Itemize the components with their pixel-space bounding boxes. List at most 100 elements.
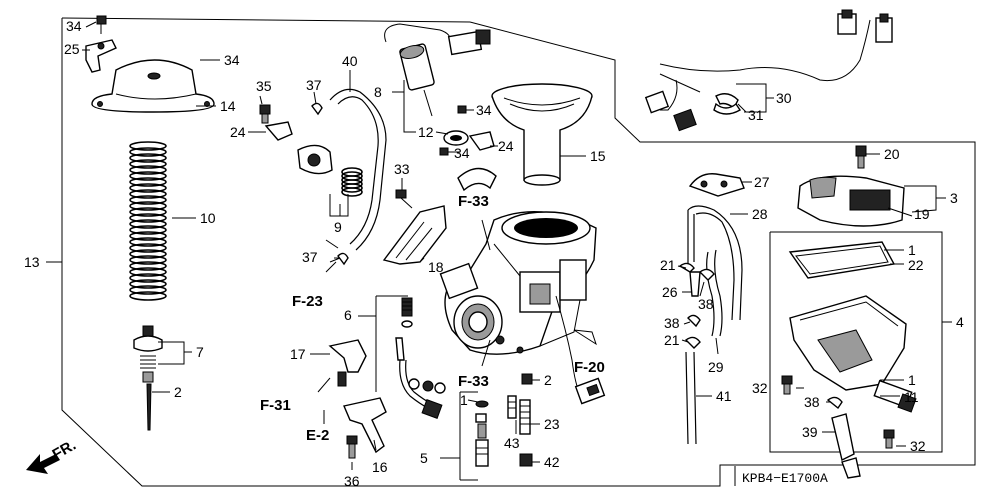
front-direction-arrow	[26, 454, 60, 474]
callout-27: 27	[754, 174, 770, 190]
callout-38: 38	[664, 315, 680, 331]
lever-17	[328, 339, 367, 387]
callout-37: 37	[302, 249, 318, 265]
callout-7: 7	[196, 344, 204, 360]
callout-36: 36	[344, 473, 360, 489]
screw-35	[259, 104, 271, 124]
hose-29	[706, 249, 723, 337]
pin-19	[887, 207, 913, 217]
carburetor-body	[439, 211, 597, 355]
bracket-18	[382, 205, 447, 265]
callout-38: 38	[804, 394, 820, 410]
clip-38-upper	[698, 268, 715, 281]
callout-34: 34	[224, 52, 240, 68]
gasket-22	[788, 241, 896, 279]
callout-1: 1	[908, 372, 916, 388]
callout-31: 31	[748, 107, 764, 123]
callout-2: 2	[544, 372, 552, 388]
callout-38: 38	[698, 296, 714, 312]
float-chamber-box	[769, 231, 943, 453]
callout-1: 1	[908, 242, 916, 258]
pilot-screw-set-6	[395, 297, 446, 419]
clip-bracket	[457, 167, 497, 192]
callout-14: 14	[220, 98, 236, 114]
leader-lines	[46, 21, 946, 470]
throttle-drum-9	[297, 144, 363, 197]
screw-32-right	[883, 429, 895, 449]
callout-43: 43	[504, 435, 520, 451]
callout-32: 32	[752, 380, 768, 396]
callout-30: 30	[776, 90, 792, 106]
diaphragm-15	[491, 83, 593, 186]
callout-25: 25	[64, 41, 80, 57]
hose-28	[687, 205, 743, 321]
clip-38-lower	[826, 396, 843, 410]
callout-33: 33	[394, 161, 410, 177]
diagram-code: KPB4−E1700A	[742, 471, 828, 486]
clip-21-upper	[678, 262, 695, 273]
callout-12: 12	[418, 124, 434, 140]
bracket-25	[85, 39, 117, 73]
callout-41: 41	[716, 388, 732, 404]
clip-24-middle	[468, 131, 495, 151]
callout-37: 37	[306, 77, 322, 93]
callout-34: 34	[454, 145, 470, 161]
callout-18: 18	[428, 259, 444, 275]
callout-42: 42	[544, 454, 560, 470]
callout-17: 17	[290, 346, 306, 362]
callout-19: 19	[914, 206, 930, 222]
clip-37-upper	[311, 102, 323, 116]
ref-f31: F-31	[260, 397, 291, 414]
ref-e2: E-2	[306, 427, 329, 444]
callout-2: 2	[174, 384, 182, 400]
callout-40: 40	[342, 53, 358, 69]
screw-32-left	[781, 375, 793, 395]
clip-38-middle	[687, 314, 701, 328]
screw-2-lower	[521, 373, 533, 385]
float-bowl	[789, 295, 917, 413]
callout-26: 26	[662, 284, 678, 300]
callout-34: 34	[66, 18, 82, 34]
callout-20: 20	[884, 146, 900, 162]
chamber-cap-14	[91, 59, 215, 113]
clip-37-lower	[337, 252, 349, 266]
callout-11: 11	[904, 389, 919, 405]
callout-16: 16	[372, 459, 388, 475]
callout-22: 22	[908, 257, 924, 273]
main-jet-set-5	[475, 400, 489, 467]
ref-f33-upper: F-33	[458, 193, 489, 210]
callout-24: 24	[498, 138, 514, 154]
wire-harness-30	[644, 9, 893, 132]
screw-34-top	[96, 15, 107, 34]
jet-needle-holder-7	[133, 325, 163, 383]
bolt-33	[395, 189, 413, 209]
callout-32: 32	[910, 438, 926, 454]
callout-3: 3	[950, 190, 958, 206]
callout-8: 8	[374, 84, 382, 100]
assembly-boundary-line	[61, 18, 976, 487]
ref-f23: F-23	[292, 293, 323, 310]
hose-clip-27	[688, 173, 745, 197]
clip-21-lower	[684, 336, 701, 349]
ref-f20: F-20	[574, 359, 605, 376]
callout-28: 28	[752, 206, 768, 222]
callout-39: 39	[802, 424, 818, 440]
callout-9: 9	[334, 219, 342, 235]
tube-39	[831, 413, 861, 479]
float-chamber-cover-3	[797, 175, 905, 227]
jet-needle-2	[146, 383, 152, 431]
callout-13: 13	[24, 254, 40, 270]
screw-36	[346, 435, 358, 459]
adjust-screw-23	[519, 399, 531, 435]
callout-24: 24	[230, 124, 246, 140]
drain-tube-41	[685, 351, 697, 445]
callout-6: 6	[344, 307, 352, 323]
callout-5: 5	[420, 450, 428, 466]
callout-34: 34	[476, 102, 492, 118]
callout-21: 21	[660, 257, 676, 273]
screw-20	[855, 145, 867, 169]
auto-choke-8	[384, 23, 491, 117]
drain-plug-42	[519, 453, 533, 467]
callout-10: 10	[200, 210, 216, 226]
callout-1: 1	[460, 392, 468, 408]
